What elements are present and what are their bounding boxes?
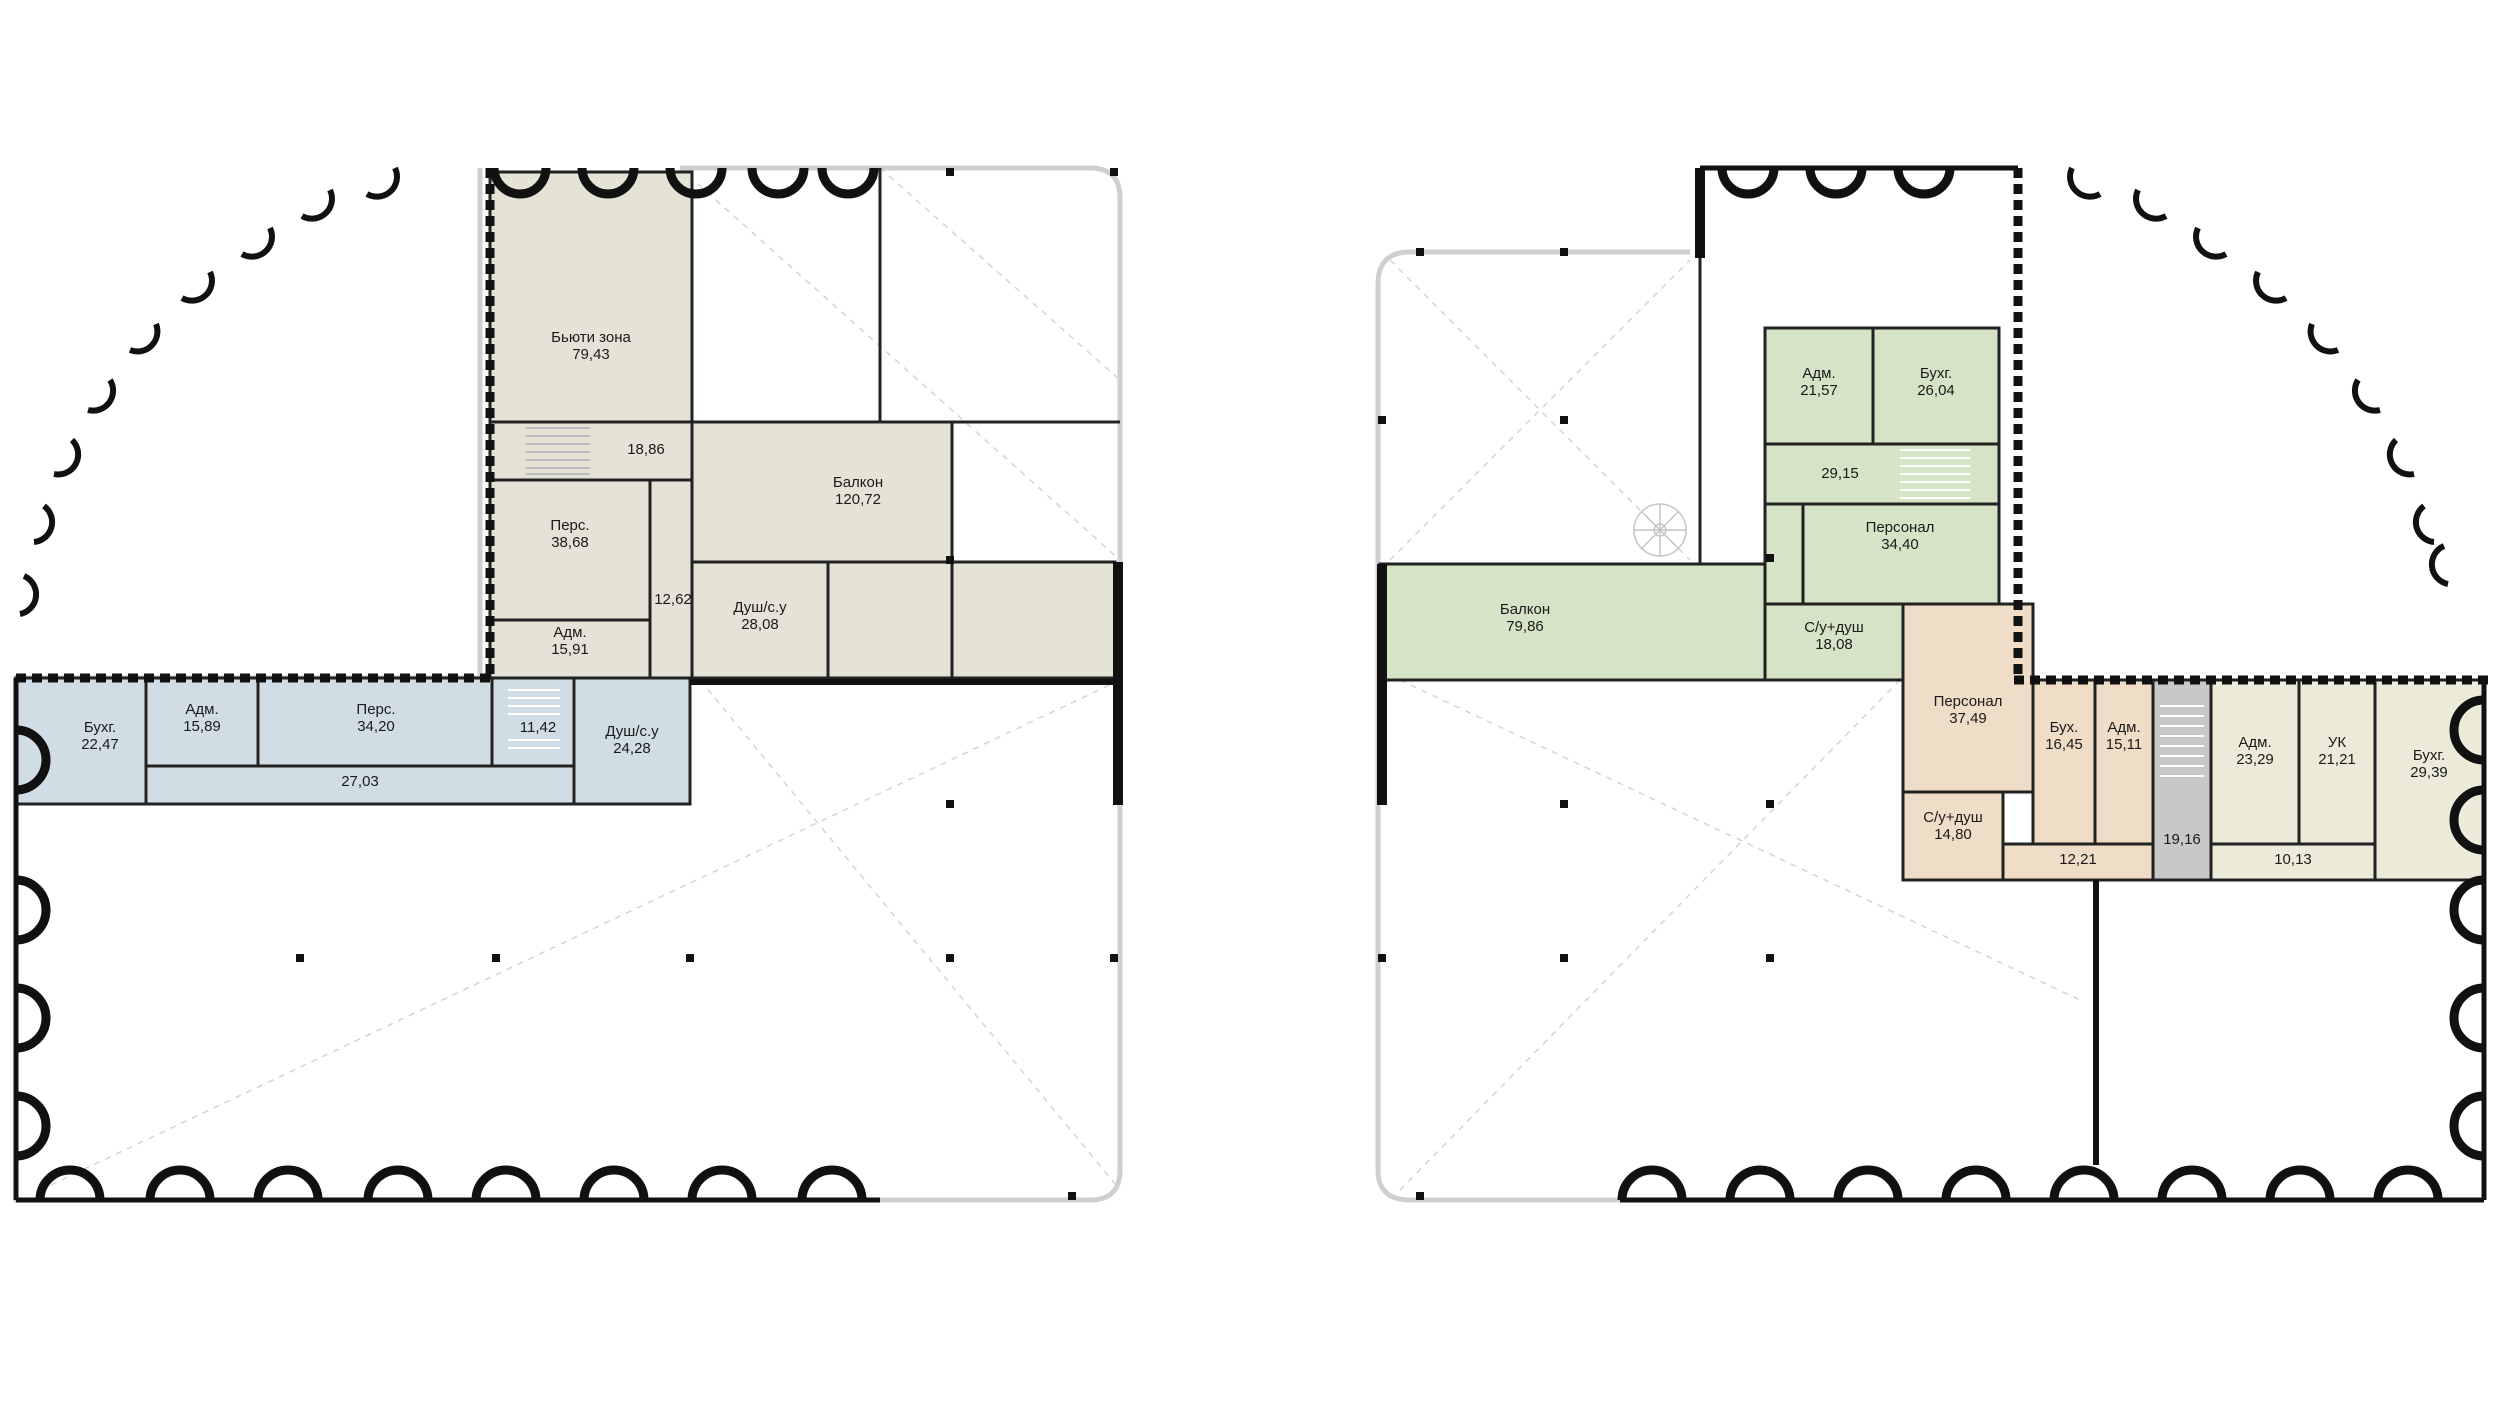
room-shower-24 bbox=[572, 676, 692, 806]
right-room-area: 18,08 bbox=[1815, 636, 1853, 653]
left-room-name: Бьюти зона bbox=[551, 329, 631, 346]
right-room-area: 21,57 bbox=[1800, 382, 1838, 399]
room-27-03 bbox=[144, 764, 576, 806]
left-room-area: 22,47 bbox=[81, 736, 119, 753]
room-buh-26 bbox=[1871, 326, 2001, 446]
left-heavy-walls bbox=[16, 168, 1123, 805]
right-room-area: 16,45 bbox=[2045, 736, 2083, 753]
left-room-area: 15,91 bbox=[551, 641, 589, 658]
left-room-area: 15,89 bbox=[183, 718, 221, 735]
column-icon bbox=[296, 168, 1118, 1200]
left-arches-side bbox=[13, 678, 51, 1200]
left-partitions bbox=[690, 168, 1120, 424]
right-room-area: 15,11 bbox=[2106, 736, 2142, 753]
right-room-name: Персонал bbox=[1934, 693, 2003, 710]
right-room-area: 29,39 bbox=[2410, 764, 2448, 781]
right-room-area: 10,13 bbox=[2274, 851, 2312, 868]
left-room-area: 34,20 bbox=[357, 718, 395, 735]
right-room-name: Персонал bbox=[1866, 519, 1935, 536]
room-balcony-right bbox=[1378, 562, 1767, 682]
stair-icon bbox=[508, 689, 560, 749]
room-buh-16 bbox=[2031, 678, 2097, 846]
room-beauty-zone bbox=[488, 170, 694, 424]
left-room-area: 38,68 bbox=[551, 534, 589, 551]
left-room-area: 24,28 bbox=[613, 740, 651, 757]
room-pers-34 bbox=[256, 676, 494, 768]
left-slab-outline bbox=[13, 165, 1123, 1203]
left-room-name: Душ/с.у bbox=[733, 599, 787, 616]
room-19-16 bbox=[2151, 678, 2213, 882]
right-room-name: Бух. bbox=[2050, 719, 2079, 736]
right-room-name: Балкон bbox=[1500, 601, 1550, 618]
right-room-area: 37,49 bbox=[1949, 710, 1987, 727]
right-room-name: Бухг. bbox=[2413, 747, 2445, 764]
left-room-area: 28,08 bbox=[741, 616, 779, 633]
left-room-name: Адм. bbox=[185, 701, 218, 718]
right-room-area: 29,15 bbox=[1821, 465, 1859, 482]
room-10-13 bbox=[2209, 842, 2377, 882]
left-room-name: Перс. bbox=[550, 517, 589, 534]
right-room-area: 21,21 bbox=[2318, 751, 2356, 768]
left-room-name: Адм. bbox=[553, 624, 586, 641]
left-room-area: 18,86 bbox=[627, 441, 665, 458]
left-room-area: 12,62 bbox=[654, 591, 692, 608]
left-room-name: Перс. bbox=[356, 701, 395, 718]
room-labels: Бьюти зона79,4318,86Балкон120,72Перс.38,… bbox=[81, 329, 2448, 868]
right-room-area: 14,80 bbox=[1934, 826, 1972, 843]
room-12-21 bbox=[2001, 842, 2155, 882]
left-room-area: 11,42 bbox=[520, 719, 556, 736]
left-room-name: Душ/с.у bbox=[605, 723, 659, 740]
room-wc-14 bbox=[1901, 790, 2005, 882]
left-rooms bbox=[14, 170, 1117, 806]
right-room-area: 23,29 bbox=[2236, 751, 2274, 768]
right-room-name: Адм. bbox=[1802, 365, 1835, 382]
right-room-name: Адм. bbox=[2107, 719, 2140, 736]
left-column-ring bbox=[19, 166, 400, 617]
right-guide-lines bbox=[1389, 259, 2081, 1191]
room-12-62 bbox=[648, 478, 694, 680]
right-room-name: С/у+душ bbox=[1923, 809, 1983, 826]
room-wc-18 bbox=[1763, 602, 1905, 682]
room-adm-15-11 bbox=[2093, 678, 2155, 846]
right-arches-top bbox=[1700, 165, 2018, 199]
right-heavy-walls bbox=[1377, 168, 2490, 1165]
right-room-area: 34,40 bbox=[1881, 536, 1919, 553]
left-room-area: 120,72 bbox=[835, 491, 881, 508]
right-slab-outline bbox=[1375, 249, 1690, 1203]
room-adm-15-91 bbox=[488, 618, 652, 680]
right-room-area: 26,04 bbox=[1917, 382, 1955, 399]
right-room-name: С/у+душ bbox=[1804, 619, 1864, 636]
right-room-area: 12,21 bbox=[2059, 851, 2097, 868]
right-room-name: Бухг. bbox=[1920, 365, 1952, 382]
room-balcony-left-c bbox=[826, 560, 954, 680]
right-room-name: Адм. bbox=[2238, 734, 2271, 751]
left-room-area: 27,03 bbox=[341, 773, 379, 790]
right-arches-side bbox=[2449, 680, 2487, 1200]
room-shower-28 bbox=[690, 560, 830, 680]
right-column-ring bbox=[2067, 166, 2449, 587]
left-arches-top bbox=[489, 167, 879, 199]
left-arches-bottom bbox=[16, 1165, 880, 1203]
room-balcony-left-b bbox=[950, 560, 1117, 680]
room-adm-15-89 bbox=[144, 676, 260, 768]
right-arches-bottom bbox=[1617, 1165, 2484, 1203]
room-personnel-34 bbox=[1801, 502, 2001, 606]
room-balcony-left bbox=[690, 420, 954, 564]
right-room-name: УК bbox=[2328, 734, 2347, 751]
spiral-stair-icon bbox=[1633, 503, 1687, 557]
left-guide-lines bbox=[39, 167, 1121, 1191]
right-plan bbox=[1375, 165, 2490, 1203]
stair-icon bbox=[1900, 449, 2204, 777]
right-room-area: 79,86 bbox=[1506, 618, 1544, 635]
column-icon bbox=[1378, 248, 1774, 1200]
left-room-area: 79,43 bbox=[572, 346, 610, 363]
left-room-name: Бухг. bbox=[84, 719, 116, 736]
right-room-area: 19,16 bbox=[2163, 831, 2201, 848]
left-plan bbox=[13, 165, 1123, 1203]
left-room-name: Балкон bbox=[833, 474, 883, 491]
stair-icon bbox=[526, 427, 590, 475]
